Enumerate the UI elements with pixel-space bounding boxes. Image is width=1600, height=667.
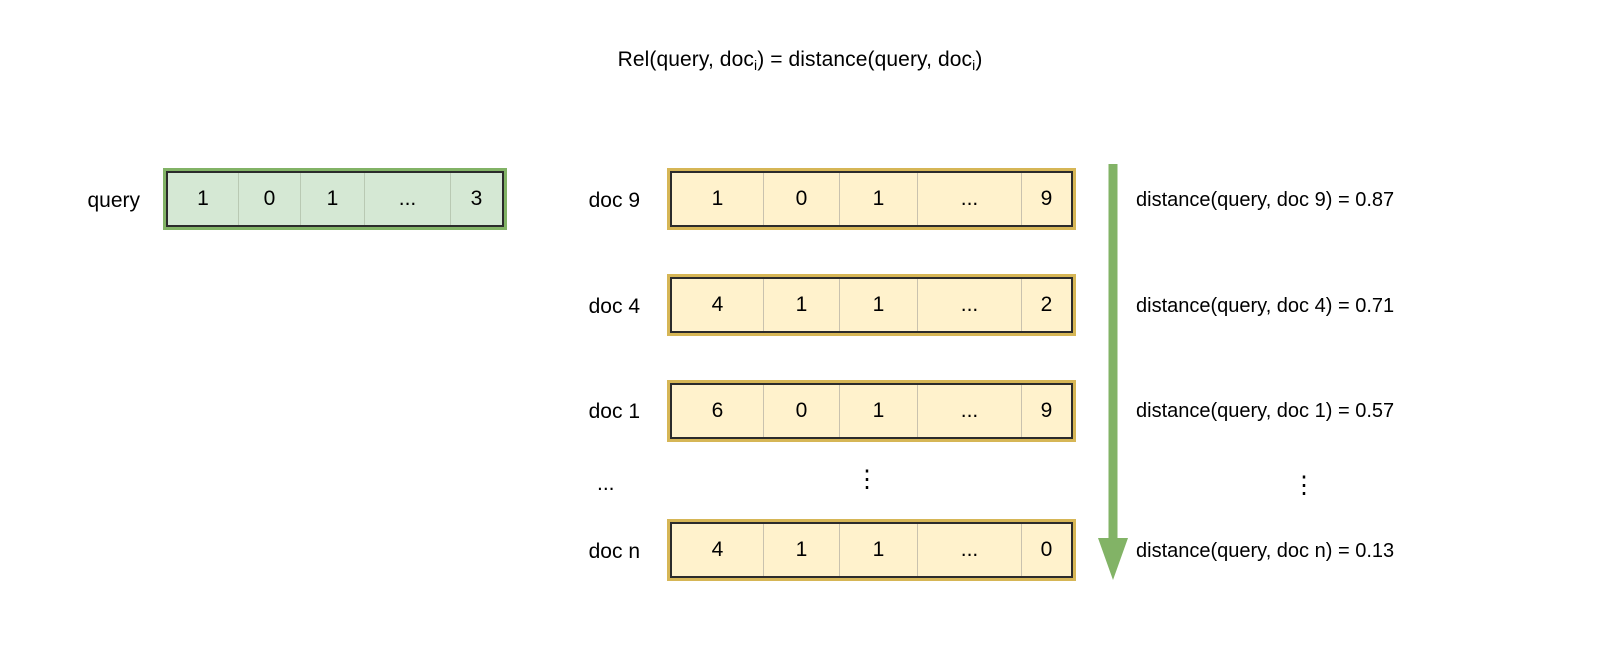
doc-row-label-0: doc 9 (588, 189, 640, 212)
ranking-order-arrow-icon (1098, 164, 1128, 580)
doc-vectors-gap-ellipsis: ⋮ (855, 466, 879, 493)
doc-0-cell-0: 1 (711, 187, 724, 210)
doc-0-cell-1: 0 (763, 173, 839, 225)
doc-3-cell-2: 1 (839, 524, 917, 576)
doc-2-cell-4: 9 (1021, 385, 1071, 437)
query-vector-box: 1 0 1 ... 3 (163, 168, 507, 230)
distance-label-0: distance(query, doc 9) = 0.87 (1136, 189, 1395, 211)
doc-vector-inner-1: 4 1 1 ... 2 (670, 277, 1073, 333)
doc-vector-box-3: 4 1 1 ... 0 (667, 519, 1076, 581)
formula-subscript-2: i (972, 57, 976, 73)
formula-middle: ) = distance(query, doc (757, 48, 973, 71)
distance-label-1: distance(query, doc 4) = 0.71 (1136, 295, 1395, 317)
doc-3-cell-ellipsis: ... (917, 524, 1021, 576)
doc-1-cell-ellipsis: ... (917, 279, 1021, 331)
doc-vector-inner-3: 4 1 1 ... 0 (670, 522, 1073, 578)
doc-1-cell-2: 1 (839, 279, 917, 331)
formula-suffix: ) (975, 48, 983, 71)
doc-row-label-1: doc 4 (588, 295, 640, 318)
doc-vector-inner-0: 1 0 1 ... 9 (670, 171, 1073, 227)
doc-3-cell-0: 4 (711, 538, 724, 561)
query-cell-4: 3 (450, 173, 502, 225)
doc-0-cell-2: 1 (839, 173, 917, 225)
doc-label-gap-ellipsis: ... (597, 472, 615, 495)
query-cell-1: 0 (238, 173, 300, 225)
formula-subscript-1: i (753, 57, 758, 73)
formula-title: Rel(query, doci) = distance(query, doci) (0, 48, 1600, 73)
doc-vector-inner-2: 6 0 1 ... 9 (670, 383, 1073, 439)
query-cell-ellipsis: ... (364, 173, 450, 225)
doc-vector-box-1: 4 1 1 ... 2 (667, 274, 1076, 336)
doc-2-cell-1: 0 (763, 385, 839, 437)
formula-prefix: Rel(query, doc (617, 48, 754, 71)
doc-1-cell-0: 4 (711, 293, 724, 316)
doc-2-cell-2: 1 (839, 385, 917, 437)
doc-vector-box-0: 1 0 1 ... 9 (667, 168, 1076, 230)
doc-0-cell-ellipsis: ... (917, 173, 1021, 225)
doc-2-cell-0: 6 (711, 399, 724, 422)
doc-2-cell-ellipsis: ... (917, 385, 1021, 437)
doc-0-cell-4: 9 (1021, 173, 1071, 225)
query-vector-inner: 1 0 1 ... 3 (166, 171, 504, 227)
doc-1-cell-4: 2 (1021, 279, 1071, 331)
query-row-label: query (87, 189, 140, 212)
query-cell-2: 1 (300, 173, 364, 225)
doc-row-label-2: doc 1 (588, 400, 640, 423)
doc-1-cell-1: 1 (763, 279, 839, 331)
doc-3-cell-4: 0 (1021, 524, 1071, 576)
doc-3-cell-1: 1 (763, 524, 839, 576)
doc-vector-box-2: 6 0 1 ... 9 (667, 380, 1076, 442)
doc-row-label-3: doc n (588, 540, 640, 563)
query-cell-0: 1 (197, 187, 209, 210)
distances-gap-ellipsis: ⋮ (1292, 472, 1316, 499)
distance-label-2: distance(query, doc 1) = 0.57 (1136, 400, 1395, 422)
distance-label-3: distance(query, doc n) = 0.13 (1136, 540, 1395, 562)
